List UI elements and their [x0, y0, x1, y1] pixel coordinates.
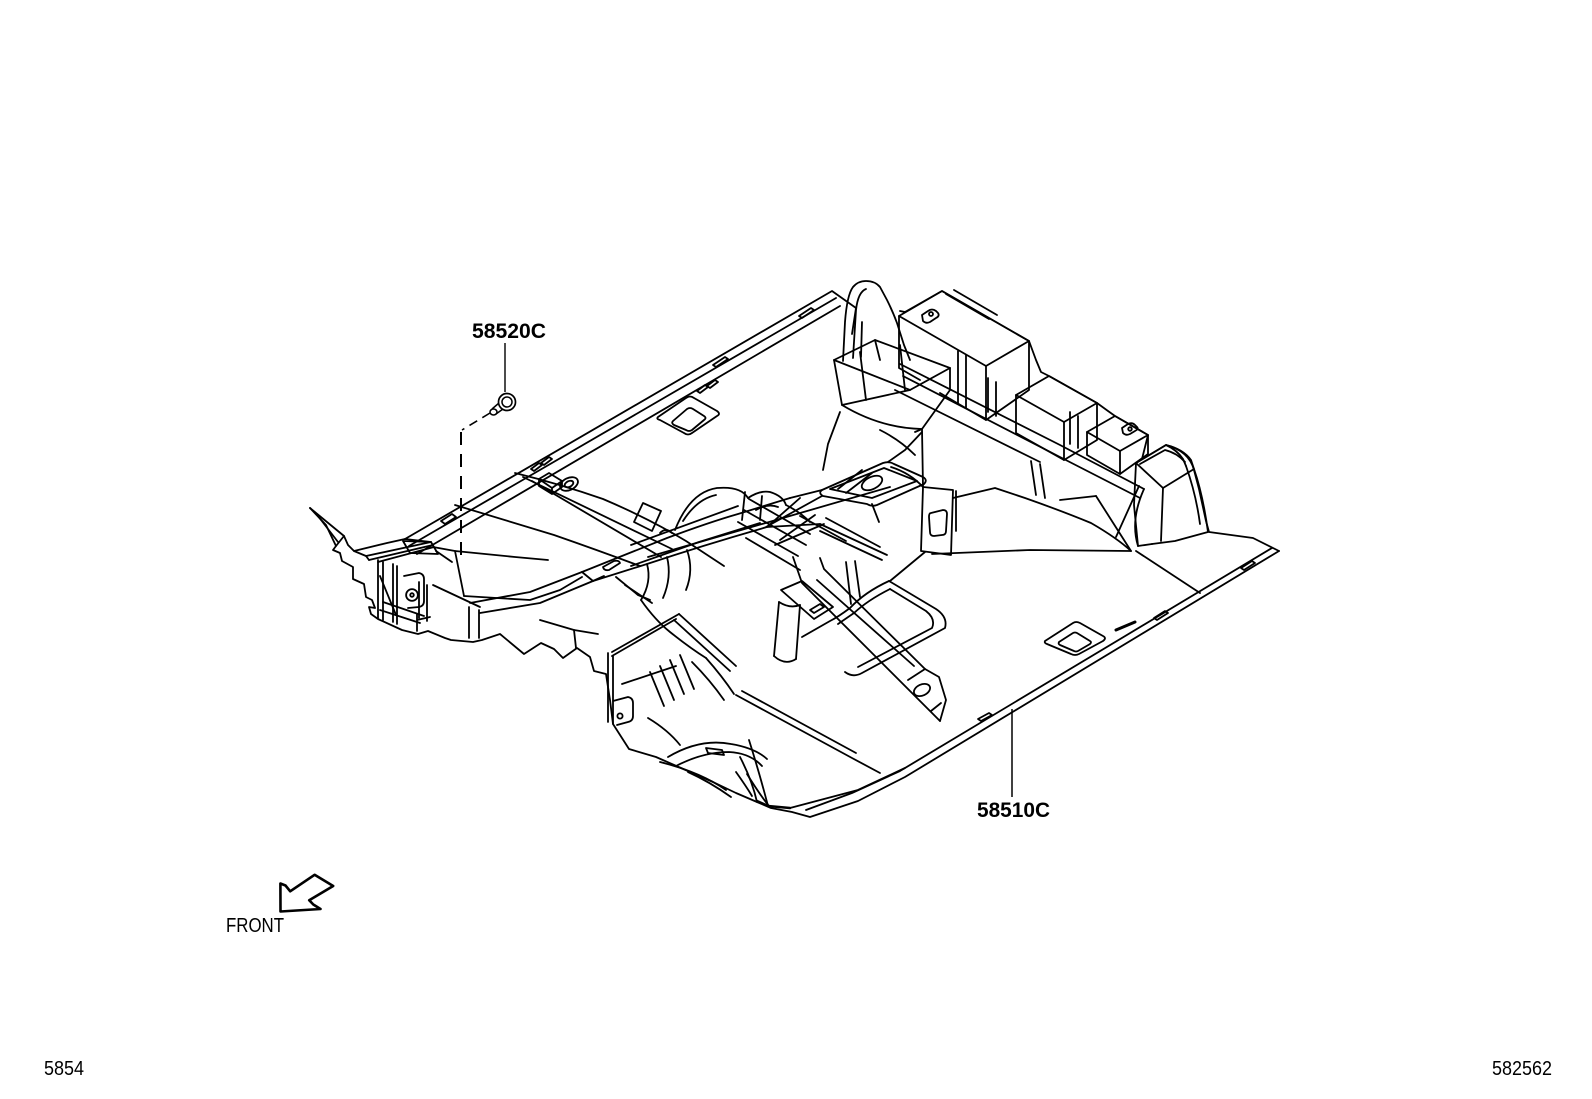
svg-text:FRONT: FRONT [226, 915, 284, 937]
svg-text:58520C: 58520C [472, 320, 546, 343]
svg-text:582562: 582562 [1492, 1058, 1552, 1080]
svg-text:5854: 5854 [44, 1058, 84, 1080]
svg-text:58510C: 58510C [977, 799, 1050, 822]
